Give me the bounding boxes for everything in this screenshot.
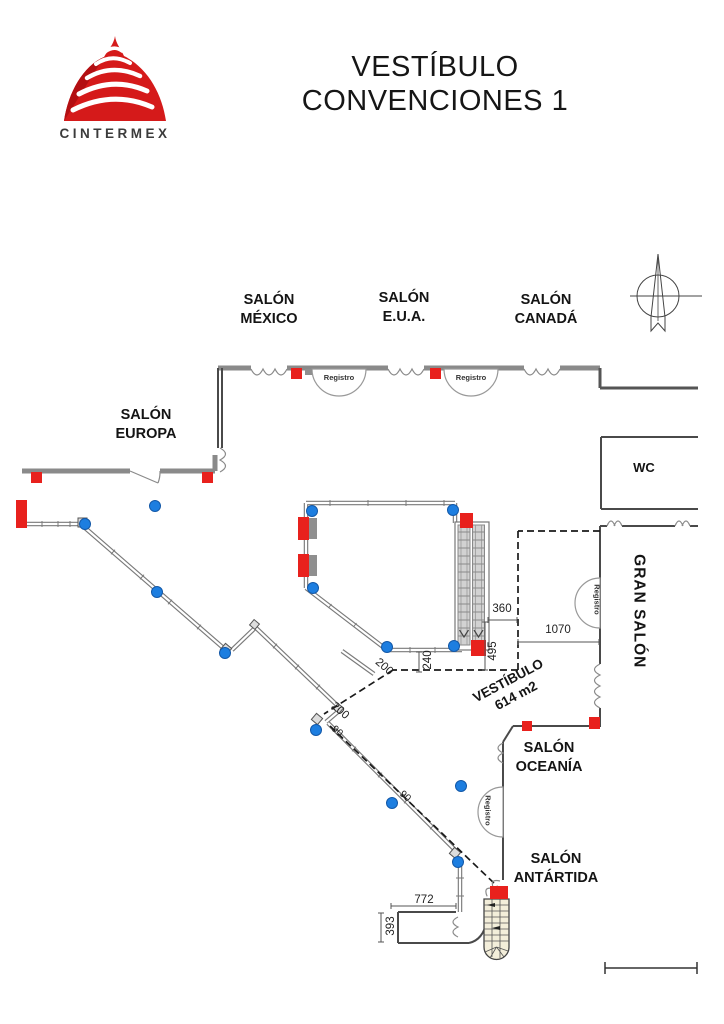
door-swings: [129, 367, 691, 938]
dim-393: 393: [385, 916, 397, 936]
north-arrow-icon: [630, 253, 702, 333]
label-salon-canada: SALÓN CANADÁ: [514, 292, 578, 327]
label-registro-oceania: Registro: [483, 795, 493, 826]
main-walls: [22, 365, 600, 474]
label-registro-mexico: Registro: [323, 373, 355, 382]
red-markers: [16, 368, 600, 899]
dim-1070: 1070: [545, 624, 571, 636]
label-salon-mexico: SALÓN MÉXICO: [240, 292, 298, 327]
label-salon-eua: SALÓN E.U.A.: [378, 290, 430, 325]
upper-right-wall: [598, 368, 698, 390]
escalator-direction-arrows: [458, 629, 484, 639]
label-registro-eua: Registro: [455, 373, 487, 382]
page-title: VESTÍBULO CONVENCIONES 1: [301, 51, 569, 117]
label-registro-gran-salon: Registro: [592, 584, 602, 615]
label-salon-oceania: SALÓN OCEANÍA: [515, 740, 583, 775]
dim-772: 772: [414, 894, 434, 906]
label-salon-antartida: SALÓN ANTÁRTIDA: [513, 851, 599, 886]
dimension-lines: [378, 617, 600, 943]
dim-240: 240: [422, 650, 434, 670]
label-wc: WC: [633, 460, 655, 475]
gray-door-panels: [305, 369, 317, 576]
escalator: [454, 521, 490, 651]
cintermex-logo-icon: [64, 36, 166, 121]
dim-360: 360: [492, 603, 512, 615]
dashed-boundary: [323, 530, 600, 887]
columns: [79, 500, 467, 868]
logo-text: CINTERMEX: [59, 126, 171, 141]
dim-495: 495: [487, 641, 499, 661]
scale-bar: [604, 962, 698, 974]
label-salon-europa: SALÓN EUROPA: [115, 407, 177, 442]
glass-walls: [27, 500, 465, 912]
registro-desks: [311, 368, 601, 838]
mullion-ticks: [41, 500, 464, 897]
stair: [483, 898, 510, 961]
label-gran-salon: GRAN SALÓN: [630, 554, 648, 669]
